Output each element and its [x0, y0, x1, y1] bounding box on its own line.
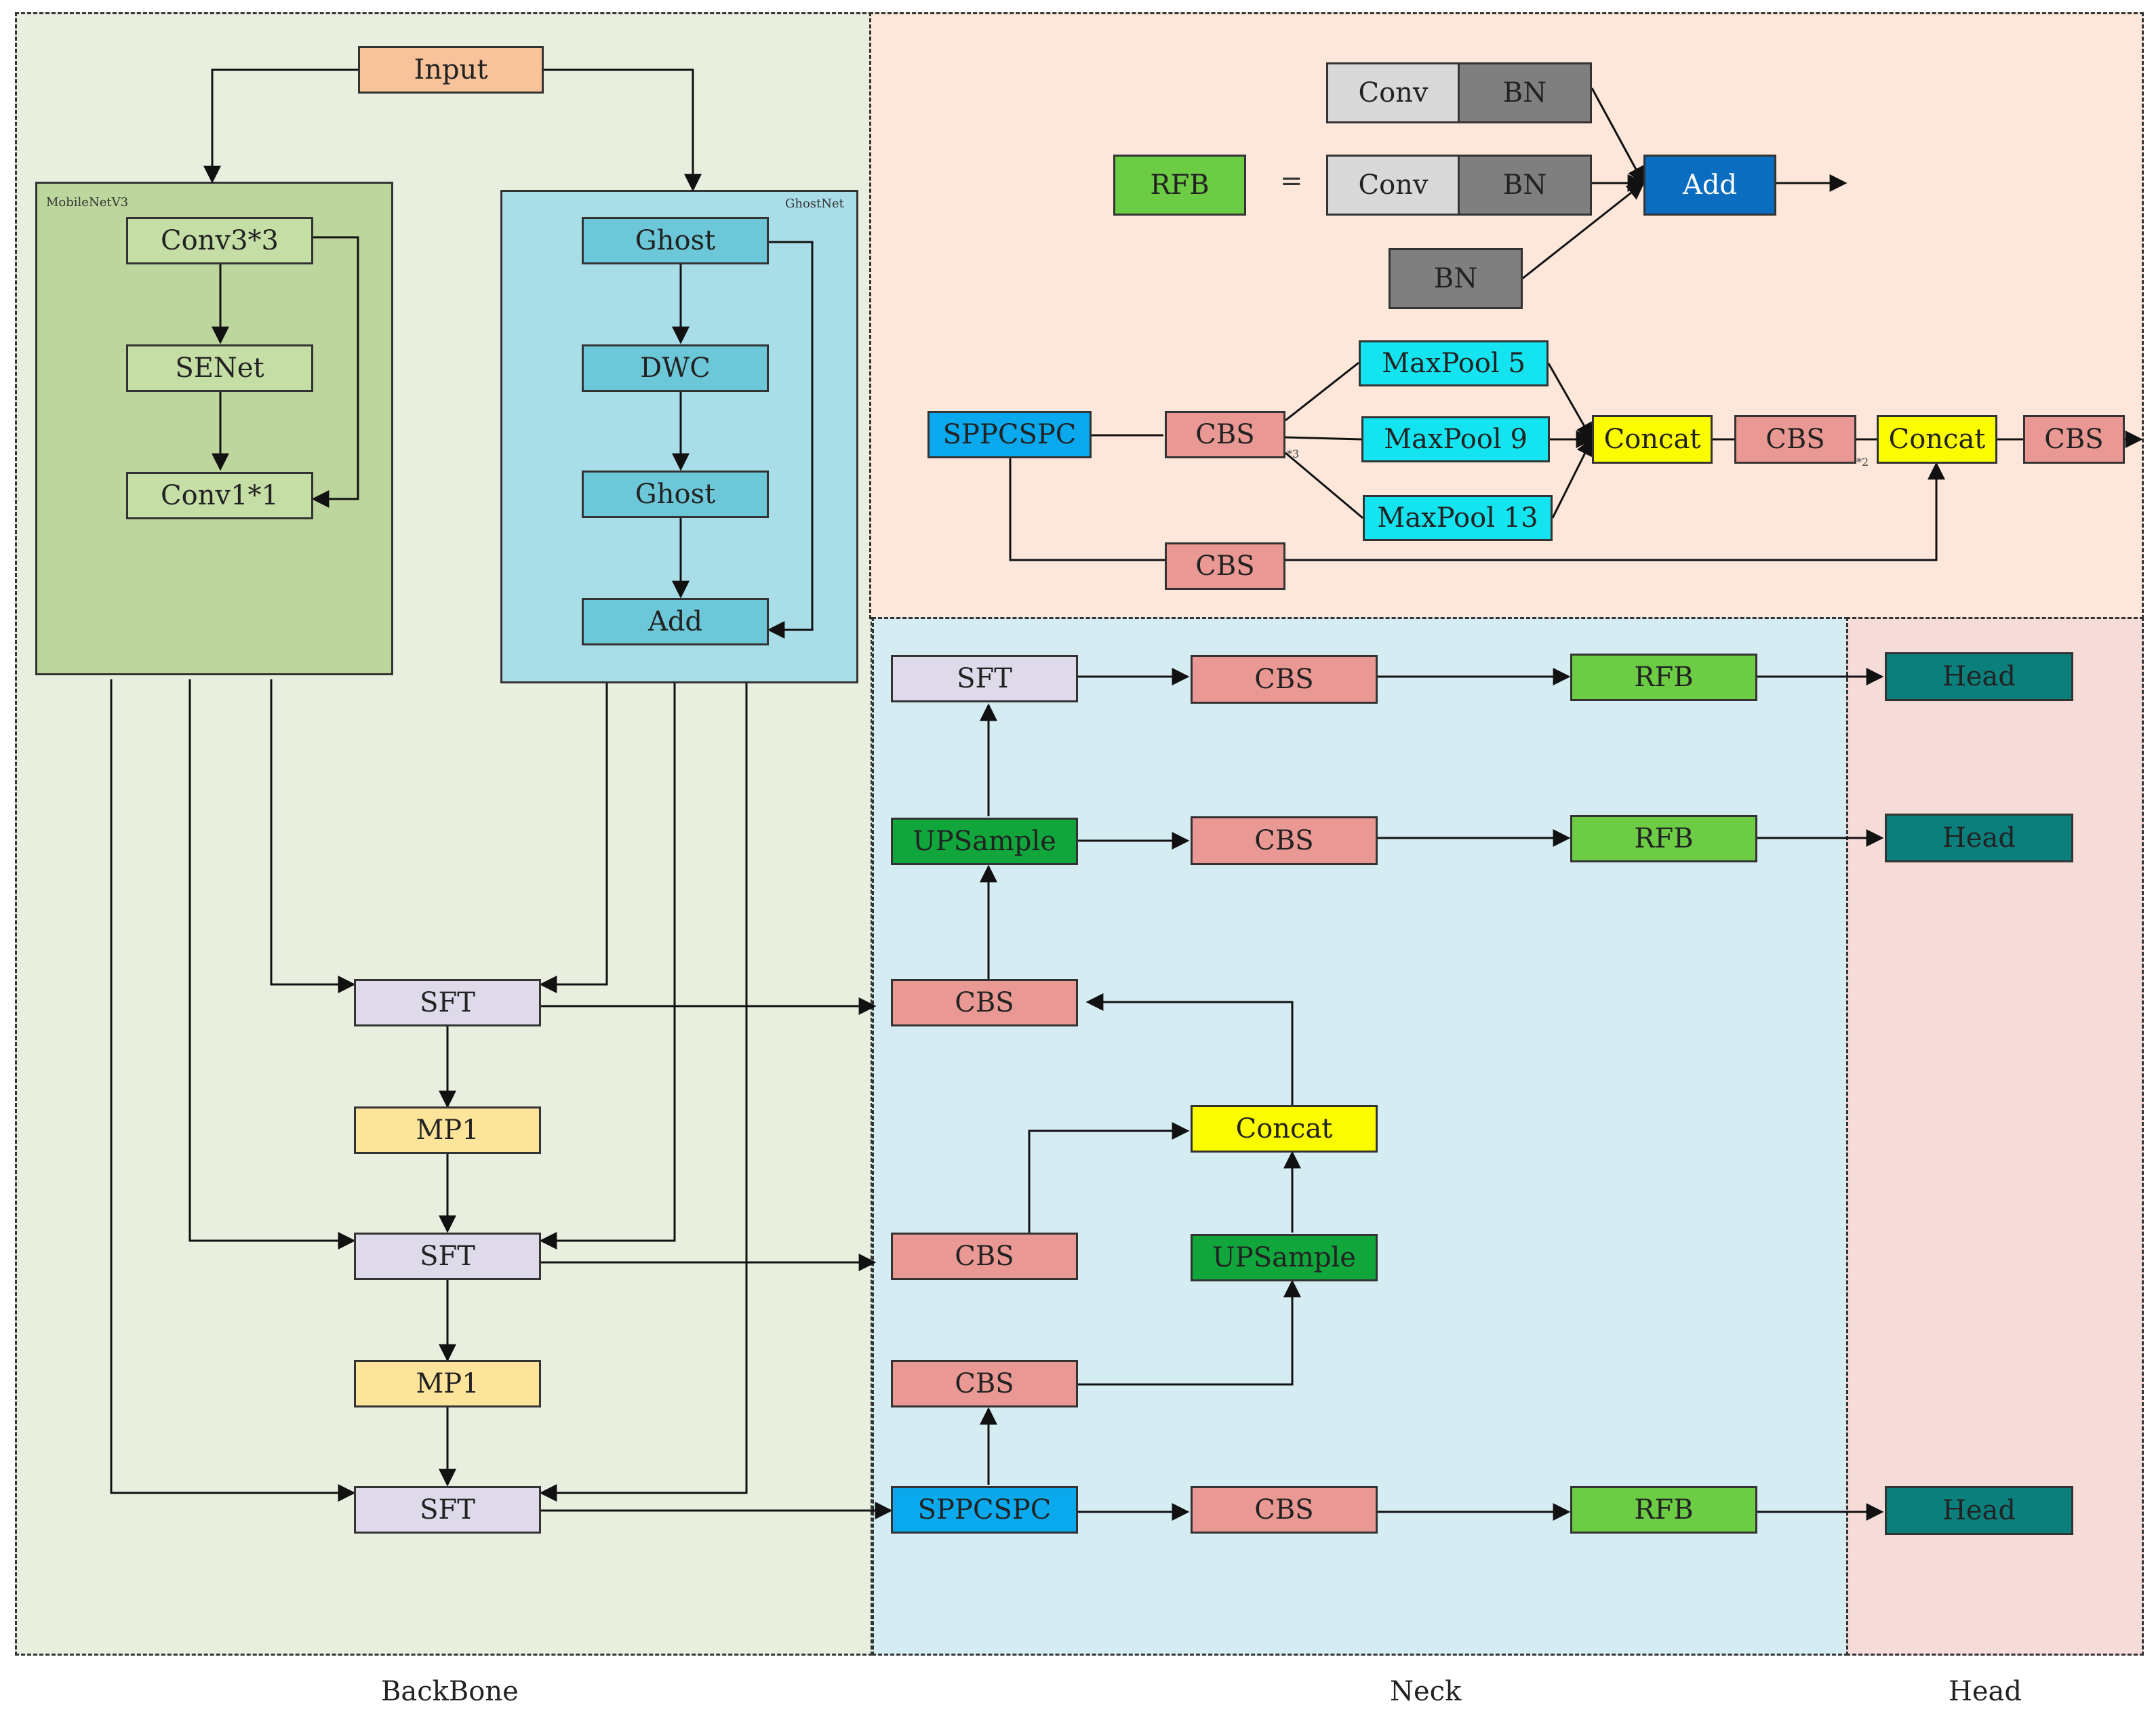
backbone-mp1-node-2: MP1: [354, 1360, 541, 1407]
spp-cbs-node-3: CBS: [2023, 415, 2125, 464]
spp-repeat-marker-2: *2: [1856, 456, 1869, 468]
mobilenet-senet-node: SENet: [126, 344, 313, 392]
ghostnet-dwc-node: DWC: [582, 344, 769, 392]
spp-cbs-node-1: CBS: [1165, 411, 1285, 458]
spp-repeat-marker-3: *3: [1287, 447, 1300, 460]
neck-upsample-node-1: UPSample: [891, 818, 1078, 865]
rfb-conv-node-2: Conv: [1326, 155, 1460, 216]
head-node-2: Head: [1885, 814, 2073, 862]
spp-cbs-node-2: CBS: [1734, 415, 1856, 464]
backbone-mp1-node-1: MP1: [354, 1106, 541, 1154]
ghostnet-ghost-node-1: Ghost: [582, 217, 769, 264]
head-node-1: Head: [1885, 652, 2073, 701]
head-region: [1846, 617, 2144, 1656]
mobilenet-conv1x1-node: Conv1*1: [126, 472, 313, 519]
rfb-bn-node-2: BN: [1458, 155, 1592, 216]
neck-upsample-node-2: UPSample: [1191, 1234, 1378, 1281]
neck-cbs-node-mid: CBS: [1191, 816, 1378, 865]
rfb-definition-node: RFB: [1113, 155, 1246, 216]
neck-sft-node: SFT: [891, 655, 1078, 702]
ghostnet-add-node: Add: [582, 598, 769, 645]
backbone-caption: BackBone: [381, 1676, 519, 1707]
rfb-conv-node-1: Conv: [1326, 62, 1460, 123]
backbone-sft-node-2: SFT: [354, 1233, 541, 1280]
neck-cbs-node-a: CBS: [891, 979, 1078, 1026]
rfb-add-node: Add: [1643, 155, 1776, 216]
spp-maxpool5-node: MaxPool 5: [1359, 340, 1549, 386]
spp-maxpool9-node: MaxPool 9: [1361, 416, 1550, 462]
neck-cbs-node-top: CBS: [1191, 655, 1378, 704]
neck-cbs-node-b: CBS: [891, 1233, 1078, 1280]
ghostnet-label: GhostNet: [785, 197, 844, 211]
rfb-bn-node-1: BN: [1458, 62, 1592, 123]
neck-cbs-node-bottom: CBS: [1191, 1486, 1378, 1534]
ghostnet-ghost-node-2: Ghost: [582, 471, 769, 518]
mobilenet-conv3x3-node: Conv3*3: [126, 217, 313, 264]
head-caption: Head: [1949, 1676, 2022, 1707]
neck-rfb-node-top: RFB: [1570, 654, 1757, 701]
head-node-3: Head: [1885, 1486, 2073, 1535]
spp-concat-node-2: Concat: [1877, 415, 1997, 464]
neck-cbs-node-c: CBS: [891, 1360, 1078, 1407]
backbone-sft-node-1: SFT: [354, 979, 541, 1026]
spp-cbs-node-bottom: CBS: [1165, 542, 1285, 590]
spp-maxpool13-node: MaxPool 13: [1363, 495, 1553, 541]
backbone-sft-node-3: SFT: [354, 1486, 541, 1534]
neck-rfb-node-mid: RFB: [1570, 815, 1757, 862]
mobilenetv3-label: MobileNetV3: [46, 195, 129, 209]
rfb-equals-sign: =: [1280, 165, 1303, 197]
input-node: Input: [358, 46, 544, 94]
neck-sppcspc-node: SPPCSPC: [891, 1486, 1078, 1534]
spp-concat-node-1: Concat: [1592, 415, 1713, 464]
spp-sppcspc-node: SPPCSPC: [927, 411, 1092, 458]
neck-rfb-node-bottom: RFB: [1570, 1486, 1757, 1534]
rfb-bn-node-3: BN: [1389, 248, 1523, 309]
neck-concat-node: Concat: [1191, 1105, 1378, 1153]
neck-caption: Neck: [1390, 1676, 1462, 1707]
